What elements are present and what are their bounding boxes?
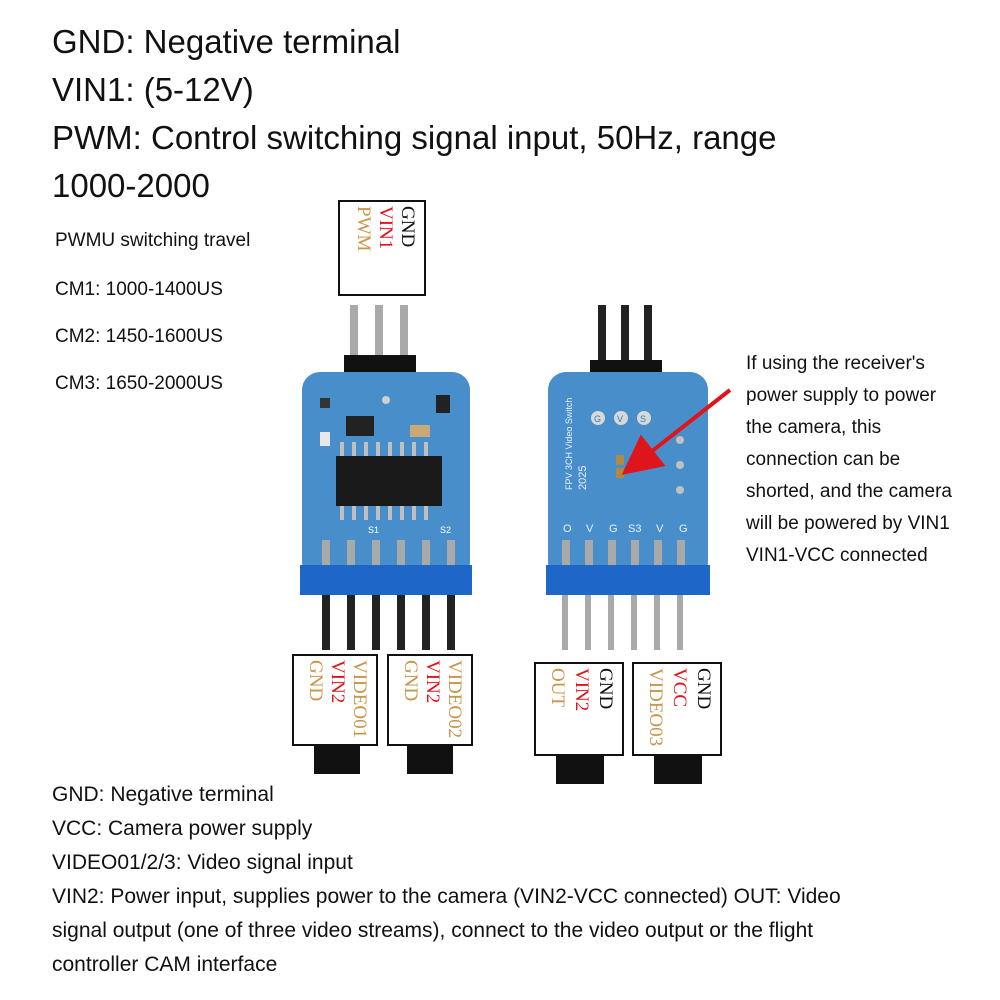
s1-label: S1 <box>368 525 379 535</box>
vin2-label-1: VIN2 <box>327 660 348 704</box>
left-label-box-1: VIDEO01 VIN2 GND <box>292 654 378 746</box>
top-connector-label: GND VIN1 PWM <box>338 200 426 296</box>
pin-label-g2: G <box>679 523 688 535</box>
footer-vin2-line2: signal output (one of three video stream… <box>52 919 814 942</box>
footer-gnd: GND: Negative terminal <box>52 783 274 806</box>
annotation-line-3: the camera, this <box>746 417 882 438</box>
s2-label: S2 <box>440 525 451 535</box>
gnd-label-3: GND <box>595 668 616 710</box>
travel-cm3: CM3: 1650-2000US <box>55 373 223 394</box>
pin-label-o: O <box>563 523 572 535</box>
video03-label: VIDEO03 <box>645 668 666 747</box>
svg-text:G: G <box>594 414 601 424</box>
travel-cm1: CM1: 1000-1400US <box>55 279 223 300</box>
right-connector-plug-2 <box>654 754 702 784</box>
footer-vin2-line1: VIN2: Power input, supplies power to the… <box>52 885 841 908</box>
video01-label: VIDEO01 <box>349 660 370 739</box>
silk-line1: FPV 3CH Video Switch <box>564 398 574 490</box>
pin-label-g1: G <box>609 523 618 535</box>
header-pwm-line1: PWM: Control switching signal input, 50H… <box>52 119 777 156</box>
gnd-label-2: GND <box>400 660 421 702</box>
annotation-line-6: will be powered by VIN1 <box>746 513 950 534</box>
left-connector-plug-1 <box>314 744 360 774</box>
top-pwm-label: PWM <box>353 206 374 252</box>
annotation-line-4: connection can be <box>746 449 901 470</box>
annotation-line-1: If using the receiver's <box>746 353 925 374</box>
video02-label: VIDEO02 <box>444 660 465 739</box>
pin-label-v1: V <box>586 523 594 535</box>
annotation-line-7: VIN1-VCC connected <box>746 545 928 566</box>
vin2-label-2: VIN2 <box>422 660 443 704</box>
vcc-label: VCC <box>669 668 690 708</box>
right-connector-plug-1 <box>556 754 604 784</box>
annotation-line-2: power supply to power <box>746 385 937 406</box>
footer-vin2-line3: controller CAM interface <box>52 953 278 976</box>
left-board-pcb: S1 S2 <box>302 372 470 580</box>
svg-text:V: V <box>617 414 623 424</box>
header-gnd: GND: Negative terminal <box>52 23 401 60</box>
silk-line2: 2025 <box>577 466 589 490</box>
header-pwm-line2: 1000-2000 <box>52 167 210 204</box>
left-connector-plug-2 <box>407 744 453 774</box>
footer-vcc: VCC: Camera power supply <box>52 817 313 840</box>
left-board-top-pins <box>344 305 416 383</box>
top-gnd-label: GND <box>397 206 418 248</box>
footer-video: VIDEO01/2/3: Video signal input <box>52 851 353 874</box>
right-label-box-1: GND VIN2 OUT <box>534 662 624 756</box>
svg-text:S: S <box>640 414 646 424</box>
right-board-pcb: G V S FPV 3CH Video Switch 2025 O V G S3… <box>548 372 708 580</box>
top-vin1-label: VIN1 <box>375 206 396 250</box>
gnd-label-1: GND <box>305 660 326 702</box>
left-label-box-2: VIDEO02 VIN2 GND <box>387 654 473 746</box>
pin-label-v2: V <box>656 523 664 535</box>
annotation-line-5: shorted, and the camera <box>746 481 952 502</box>
right-label-box-2: GND VCC VIDEO03 <box>632 662 722 756</box>
header-vin1: VIN1: (5-12V) <box>52 71 254 108</box>
pin-label-s3: S3 <box>628 523 641 535</box>
out-label: OUT <box>547 668 568 708</box>
right-board-bottom-housing <box>546 540 710 650</box>
vin2-label-3: VIN2 <box>571 668 592 712</box>
gnd-label-4: GND <box>693 668 714 710</box>
left-board-bottom-housing <box>300 540 472 650</box>
annotation-arrow <box>621 388 732 475</box>
travel-title: PWMU switching travel <box>55 230 251 251</box>
travel-cm2: CM2: 1450-1600US <box>55 326 223 347</box>
